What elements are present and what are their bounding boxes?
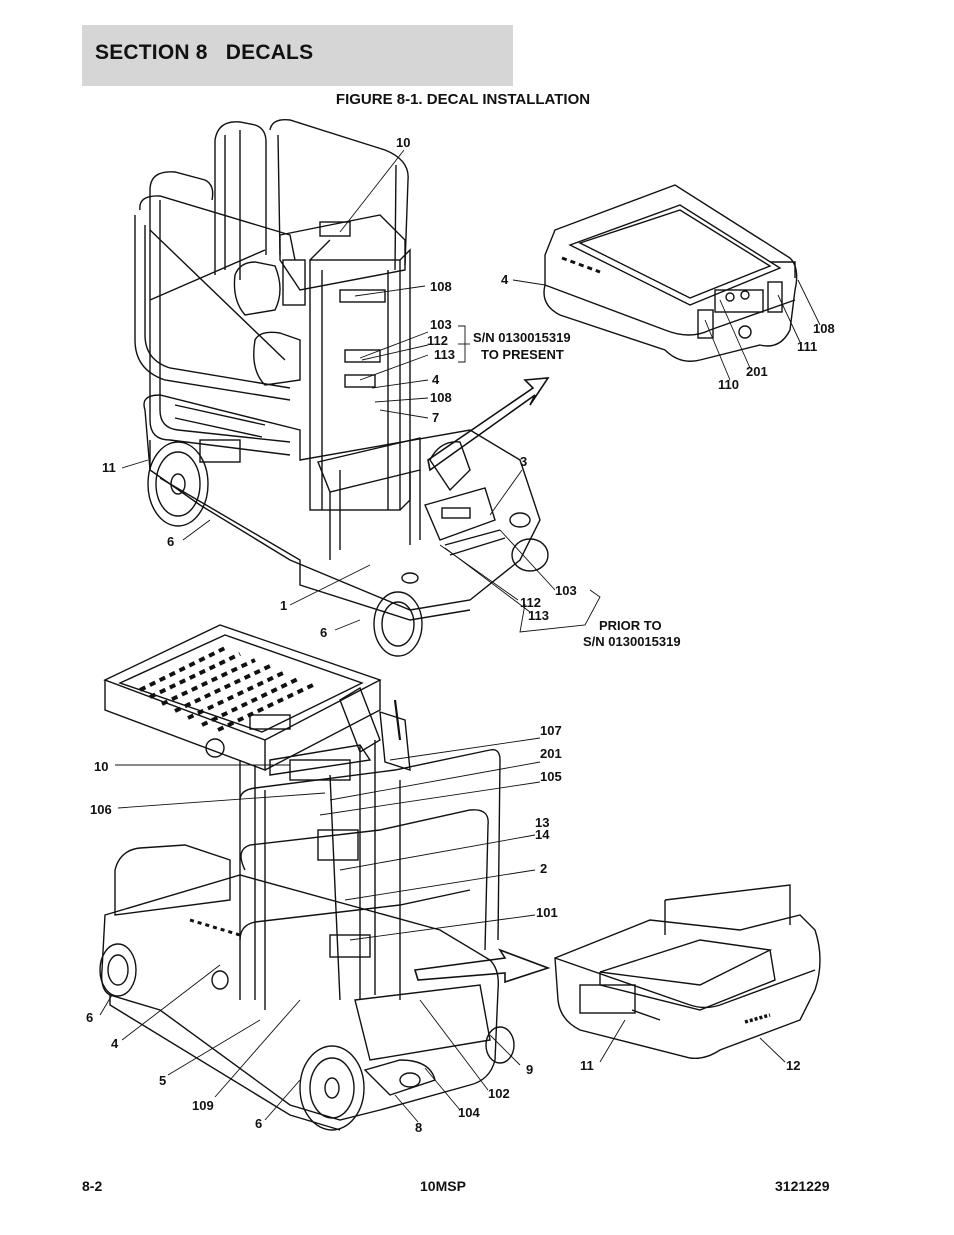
callout-112-prior: 112 [520, 595, 541, 610]
callout-103: 103 [430, 317, 452, 332]
callout-5: 5 [159, 1073, 167, 1088]
callout-102: 102 [488, 1086, 510, 1101]
footer-model: 10MSP [420, 1178, 466, 1194]
callout-cover-201: 201 [746, 364, 768, 379]
callout-113: 113 [434, 347, 455, 362]
callout-cover-4: 4 [501, 272, 509, 287]
cover-detail-drawing [543, 184, 798, 362]
callout-6-base: 6 [320, 625, 328, 640]
callout-cover-108: 108 [813, 321, 835, 336]
callout-103-prior: 103 [555, 583, 577, 598]
callout-10: 10 [396, 135, 411, 150]
section-header-band [82, 25, 513, 86]
callout-lower-10: 10 [94, 759, 109, 774]
callout-11: 11 [102, 460, 116, 475]
callout-113-prior: 113 [528, 608, 549, 623]
callout-8: 8 [415, 1120, 423, 1135]
section-title: SECTION 8 DECALS [95, 41, 314, 64]
callout-tray-11: 11 [580, 1058, 594, 1073]
callout-3: 3 [520, 454, 528, 469]
footer-document-number: 3121229 [775, 1178, 830, 1194]
figure-title: FIGURE 8-1. DECAL INSTALLATION [335, 91, 591, 108]
callout-lower-6b: 6 [255, 1116, 263, 1131]
callout-104: 104 [458, 1105, 480, 1120]
callout-lower-6: 6 [86, 1010, 94, 1025]
callout-201: 201 [540, 746, 562, 761]
callout-cover-111: 111 [797, 339, 818, 354]
callout-7: 7 [432, 410, 440, 425]
callout-112: 112 [427, 333, 448, 348]
callout-13: 13 [535, 815, 550, 830]
callout-tray-12: 12 [786, 1058, 801, 1073]
callout-108-lower: 108 [430, 390, 452, 405]
callout-101: 101 [536, 905, 558, 920]
serial-range-new-line2: TO PRESENT [481, 347, 564, 362]
callout-105: 105 [540, 769, 562, 784]
callout-107: 107 [540, 723, 562, 738]
callout-109: 109 [192, 1098, 214, 1113]
callout-106: 106 [90, 802, 112, 817]
callout-2: 2 [540, 861, 548, 876]
serial-range-new-line1: S/N 0130015319 [473, 330, 571, 345]
callout-lower-4: 4 [111, 1036, 119, 1051]
leader-lines [99, 149, 821, 1123]
callout-6: 6 [167, 534, 175, 549]
footer-page-number: 8-2 [82, 1178, 103, 1194]
serial-range-prior-line1: PRIOR TO [599, 618, 662, 633]
callout-9: 9 [526, 1062, 534, 1077]
callout-cover-110: 110 [718, 377, 739, 392]
callout-108: 108 [430, 279, 452, 294]
tray-detail-drawing [554, 884, 821, 1060]
lower-machine-drawing [99, 624, 551, 1131]
serial-range-prior-line2: S/N 0130015319 [583, 634, 681, 649]
upper-machine-drawing [134, 119, 550, 657]
callout-4: 4 [432, 372, 440, 387]
callout-14: 14 [535, 827, 550, 842]
callout-1: 1 [280, 598, 288, 613]
